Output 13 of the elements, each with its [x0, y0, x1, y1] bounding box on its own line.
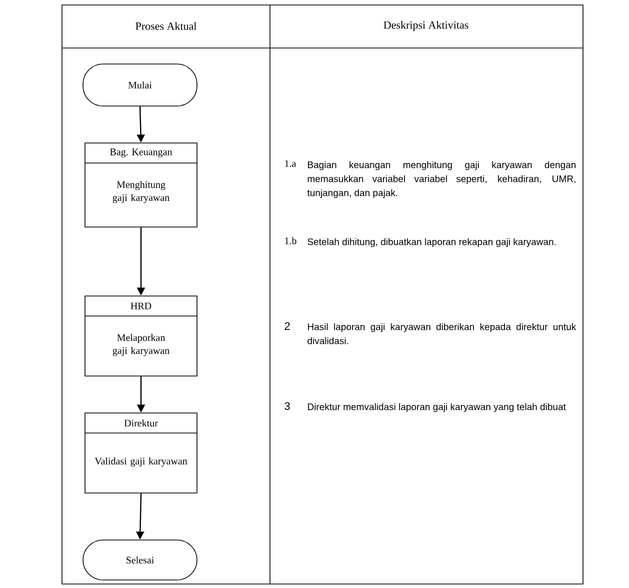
column-header: Deskripsi Aktivitas	[384, 21, 468, 31]
step-number: 3	[284, 402, 290, 410]
step-number: 1.a	[285, 160, 296, 167]
step-description: Hasil laporan gaji karyawan diberikan kepada direktur untuk divalidasi.	[308, 323, 576, 344]
step-description: Bagian keuangan menghitung gaji karyawan dengan memasukkan variabel variabel seperti, kehadiran, UMR, tunjangan, dan pajak.	[307, 161, 576, 198]
process-box: Bag. Keuangan Menghitung gaji karyawan	[84, 142, 198, 228]
step-description: Setelah dihitung, dibuatkan laporan rekapan gaji karyawan.	[308, 238, 556, 248]
step-description: Direktur memvalidasi laporan gaji karyawan yang telah dibuat	[308, 403, 566, 412]
step-number: 1.b	[285, 237, 296, 244]
column-header: Proses Aktual	[136, 22, 196, 30]
step-number: 2	[284, 322, 290, 330]
process-box: HRD Melaporkan gaji karyawan	[84, 296, 198, 376]
process-box: Direktur Validasi gaji karyawan	[84, 412, 198, 494]
